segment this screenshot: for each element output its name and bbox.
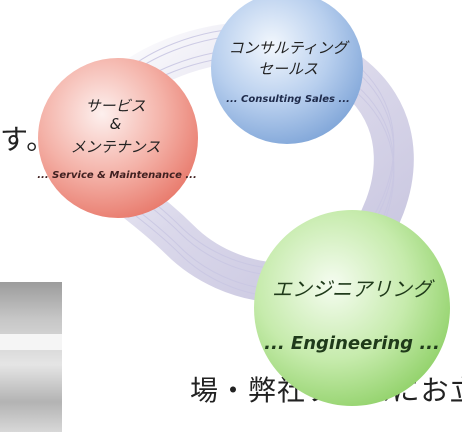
service-title-line1: サービス — [85, 97, 146, 115]
service-title-line2: & — [109, 115, 122, 133]
partial-photo-band — [0, 334, 62, 350]
consulting-subtitle: ... Consulting Sales ... — [226, 94, 350, 105]
partial-photo — [0, 282, 62, 432]
service-title-line3: メンテナンス — [70, 138, 161, 156]
engineering-subtitle: ... Engineering ... — [264, 333, 440, 354]
service-subtitle: ... Service & Maintenance ... — [37, 170, 197, 181]
engineering-circle — [254, 210, 450, 406]
service-maintenance-circle — [38, 58, 198, 218]
engineering-title: エンジニアリング — [272, 277, 432, 301]
consulting-title-line1: コンサルティング — [228, 39, 348, 57]
consulting-sales-circle — [211, 0, 363, 144]
consulting-title-line2: セールス — [257, 60, 318, 78]
